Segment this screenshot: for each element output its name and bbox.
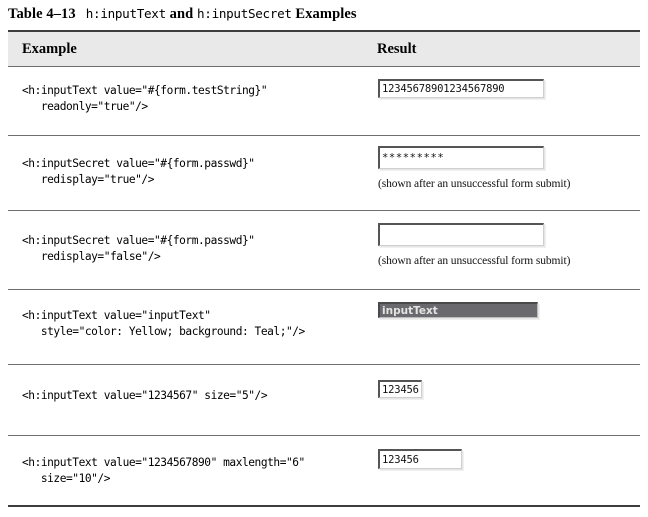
example-code: <h:inputText value="1234567890" maxlengt… [22,456,305,485]
text-input[interactable]: 123456 [378,380,422,398]
caption-code-inputtext: h:inputText [85,6,166,21]
table-header-rule [8,66,640,67]
caption-conjunction: and [169,6,194,22]
caption-number: Table 4–13 [8,6,76,22]
row-separator [8,435,640,436]
password-input[interactable] [378,223,544,246]
result-note: (shown after an unsuccessful form submit… [378,255,571,267]
table-row: <h:inputText value="inputText" style="co… [8,290,640,364]
caption-code-inputsecret: h:inputSecret [197,6,292,21]
table-bottom-rule [8,505,640,507]
column-header-example: Example [22,41,77,57]
result-cell: 123456 [378,449,462,469]
example-code: <h:inputText value="1234567" size="5"/> [22,389,268,402]
row-separator [8,364,640,365]
table-row: <h:inputText value="#{form.testString}" … [8,67,640,135]
table-top-rule [8,30,640,32]
result-cell: ********* (shown after an unsuccessful f… [378,146,570,190]
caption-tail: Examples [295,6,357,22]
text-input[interactable]: 123456 [378,449,462,469]
example-code: <h:inputText value="#{form.testString}" … [22,84,268,113]
table-row: <h:inputText value="1234567" size="5"/> … [8,365,640,435]
result-cell: inputText [378,302,538,318]
password-input[interactable]: ********* [378,146,544,169]
text-input[interactable]: 12345678901234567890 [378,79,544,98]
result-cell: (shown after an unsuccessful form submit… [378,223,570,267]
table-row: <h:inputSecret value="#{form.passwd}" re… [8,211,640,289]
text-input-styled[interactable]: inputText [378,302,538,318]
table-row: <h:inputText value="1234567890" maxlengt… [8,436,640,505]
table-row: <h:inputSecret value="#{form.passwd}" re… [8,136,640,210]
column-header-result: Result [377,41,417,57]
table-header-band [8,32,640,66]
row-separator [8,135,640,136]
result-cell: 12345678901234567890 [378,79,544,98]
row-separator [8,210,640,211]
password-mask: ********* [382,151,445,164]
result-note: (shown after an unsuccessful form submit… [378,178,571,190]
result-cell: 123456 [378,380,422,398]
example-code: <h:inputSecret value="#{form.passwd}" re… [22,234,255,263]
example-code: <h:inputSecret value="#{form.passwd}" re… [22,157,255,186]
example-code: <h:inputText value="inputText" style="co… [22,309,305,338]
row-separator [8,289,640,290]
